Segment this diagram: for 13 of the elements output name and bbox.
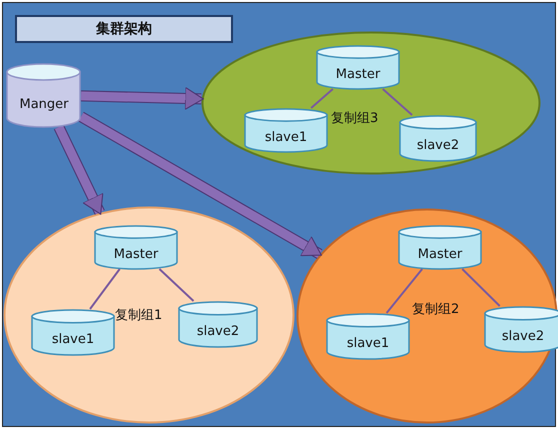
title-box: 集群架构: [15, 15, 233, 43]
group-label: 复制组1: [115, 307, 162, 324]
connector-line: [310, 88, 334, 109]
connector-line: [462, 268, 500, 307]
connector-line: [386, 268, 423, 314]
arrow: [54, 124, 105, 215]
group-label: 复制组2: [412, 301, 460, 318]
connector-line: [382, 88, 413, 116]
arrow: [80, 86, 204, 110]
connector-line: [158, 268, 194, 302]
connector-line: [89, 268, 120, 310]
group-label: 复制组3: [331, 110, 378, 127]
arrow: [78, 112, 322, 259]
